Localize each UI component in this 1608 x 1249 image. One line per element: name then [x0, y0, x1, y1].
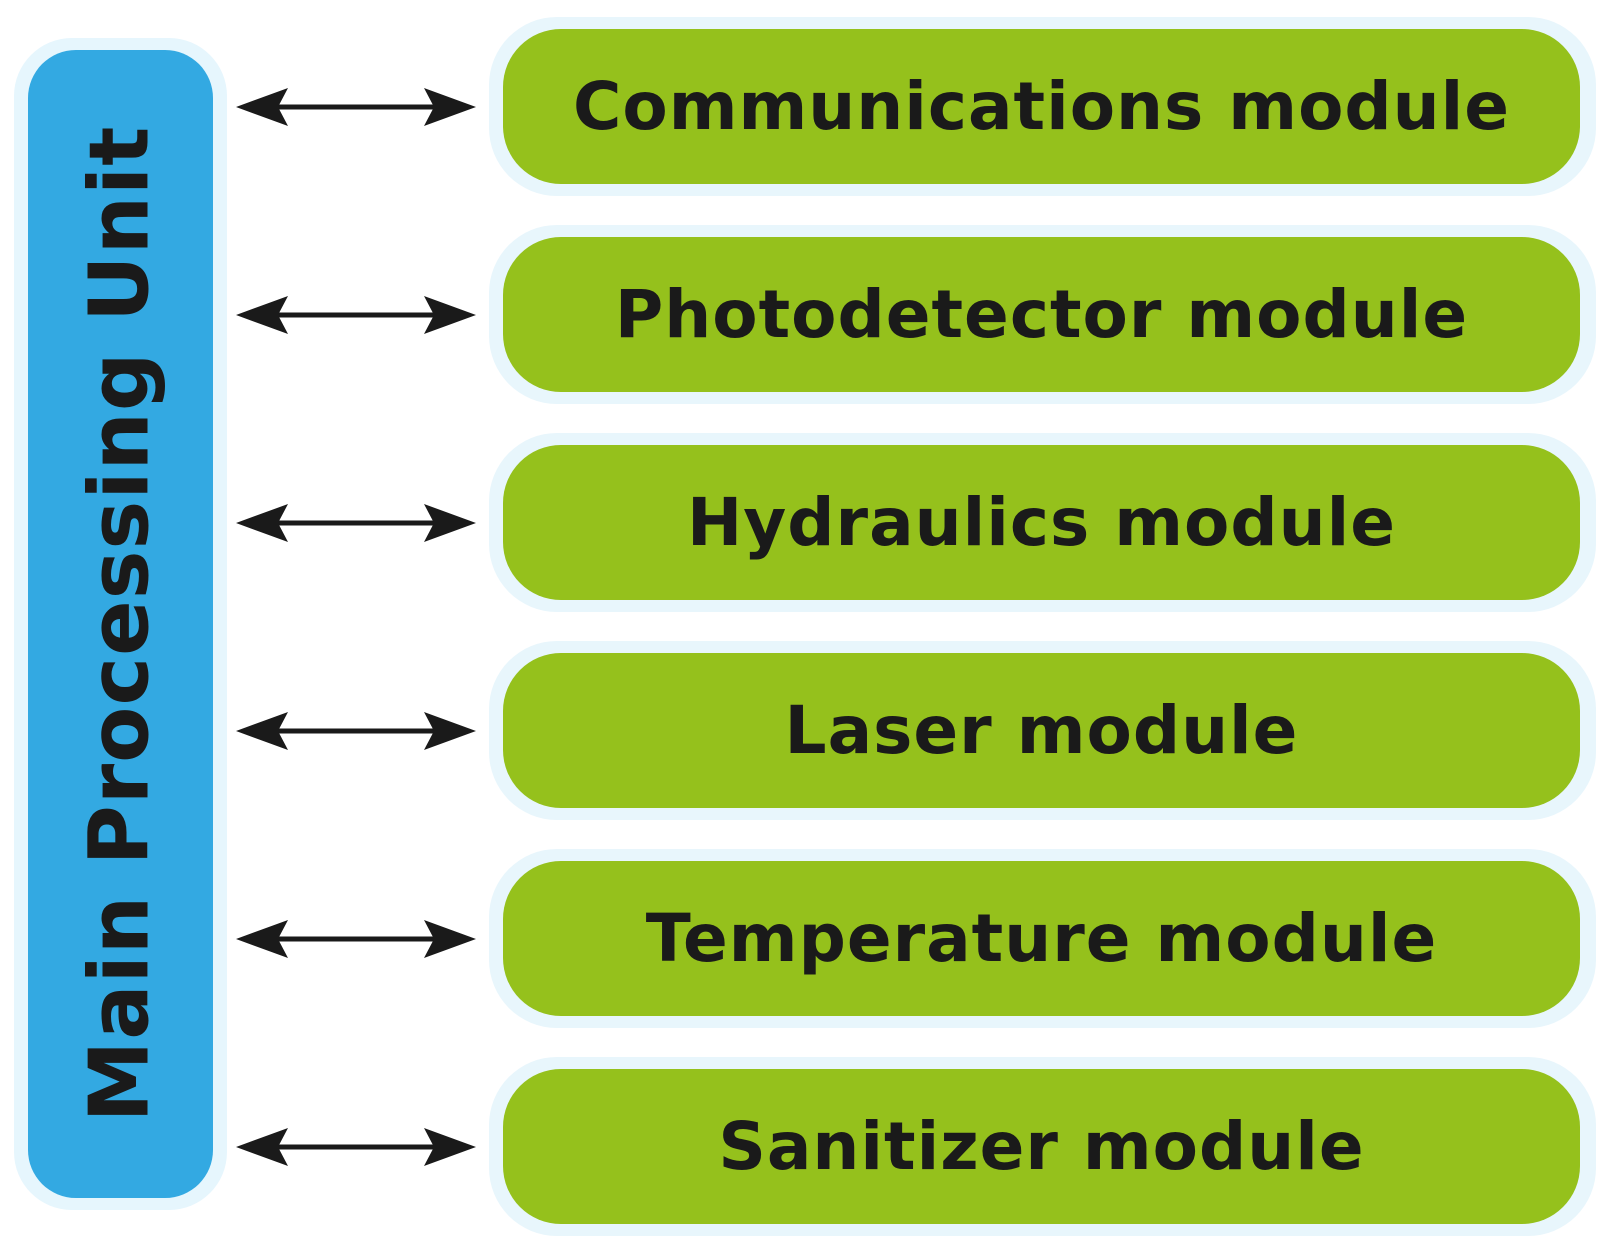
module-box-temperature: Temperature module	[503, 861, 1580, 1016]
module-label: Hydraulics module	[687, 484, 1396, 561]
module-label: Sanitizer module	[718, 1108, 1365, 1185]
bidirectional-arrow-icon	[236, 296, 476, 334]
module-box-sanitizer: Sanitizer module	[503, 1069, 1580, 1224]
bidirectional-arrow-icon	[236, 504, 476, 542]
bidirectional-arrow-icon	[236, 88, 476, 126]
bidirectional-arrow-icon	[236, 712, 476, 750]
module-label: Laser module	[784, 692, 1299, 769]
bidirectional-arrow-icon	[236, 1128, 476, 1166]
module-label: Communications module	[572, 68, 1511, 145]
module-box-photodetector: Photodetector module	[503, 237, 1580, 392]
bidirectional-arrow-icon	[236, 920, 476, 958]
main-processing-unit-box	[28, 50, 213, 1198]
module-box-communications: Communications module	[503, 29, 1580, 184]
module-box-hydraulics: Hydraulics module	[503, 445, 1580, 600]
main-processing-unit-label: Main Processing Unit	[72, 125, 168, 1123]
module-box-laser: Laser module	[503, 653, 1580, 808]
module-label: Temperature module	[645, 900, 1438, 977]
module-label: Photodetector module	[614, 276, 1469, 353]
